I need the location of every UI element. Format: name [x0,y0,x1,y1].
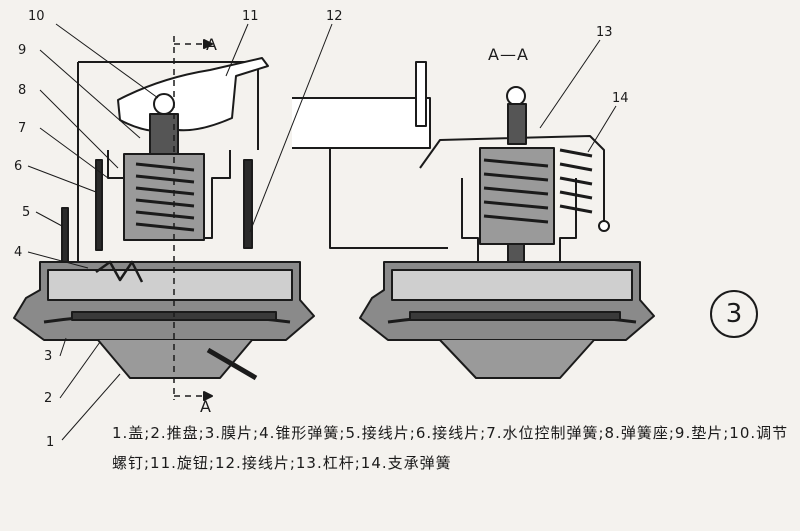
callout-14: 14 [612,91,629,106]
callout-10: 10 [28,9,45,24]
callout-11: 11 [242,9,259,24]
right-section-view [292,61,655,379]
callout-1: 1 [46,435,54,450]
section-marker-bottom: A [200,397,212,416]
callout-6: 6 [14,159,22,174]
callout-9: 9 [18,43,26,58]
figure-number: 3 [710,290,758,338]
callout-4: 4 [14,245,22,260]
callout-3: 3 [44,349,52,364]
left-section-view [13,36,315,401]
callout-7: 7 [18,121,26,136]
figure-caption: 1.盖;2.推盘;3.膜片;4.锥形弹簧;5.接线片;6.接线片;7.水位控制弹… [112,424,789,472]
callout-2: 2 [44,391,52,406]
section-view-label: A—A [488,45,529,64]
callout-8: 8 [18,83,26,98]
callout-5: 5 [22,205,30,220]
section-marker-top: A [206,35,218,54]
callout-12: 12 [326,9,343,24]
callout-leaders [27,23,617,441]
callout-13: 13 [596,25,613,40]
